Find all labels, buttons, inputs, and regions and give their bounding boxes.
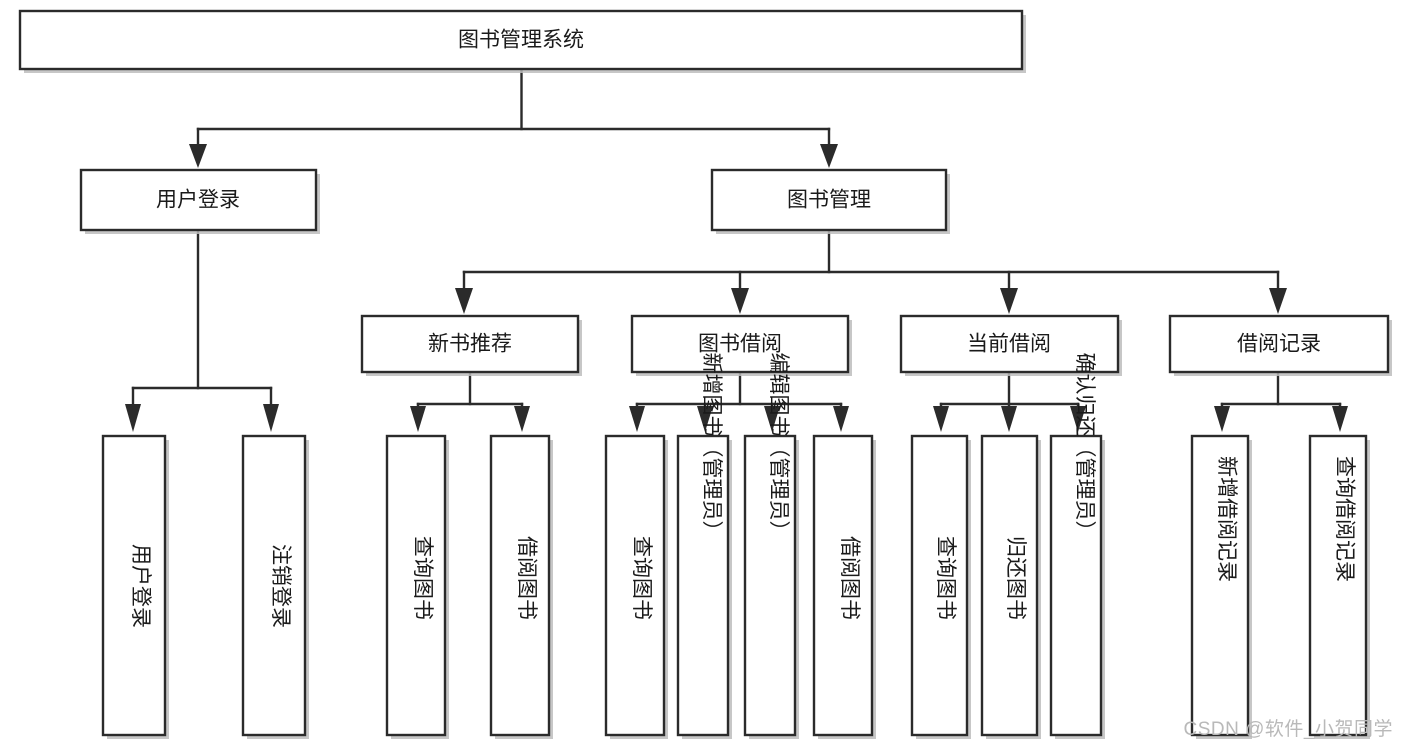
node-leaf-user-logout-label: 注销登录 [269, 544, 292, 628]
node-leaf-query-book-2[interactable]: 查询图书 [604, 434, 668, 739]
arrow-head-leaf-user-logout [263, 404, 279, 432]
arrow-head-leaf-query-book-1 [410, 406, 426, 432]
node-book-manage[interactable]: 图书管理 [710, 168, 950, 234]
node-new-book-recommend-label: 新书推荐 [428, 333, 512, 356]
node-leaf-borrow-book-1[interactable]: 借阅图书 [489, 434, 553, 739]
arrow-head-leaf-borrow-book-2 [833, 406, 849, 432]
node-leaf-add-book-label: 新增图书（管理员） [700, 353, 723, 542]
node-leaf-query-book-3[interactable]: 查询图书 [910, 434, 971, 739]
node-user-login-label: 用户登录 [156, 189, 240, 212]
node-new-book-recommend[interactable]: 新书推荐 [360, 314, 582, 376]
node-leaf-query-record-label: 查询借阅记录 [1333, 456, 1356, 582]
node-leaf-query-book-1-label: 查询图书 [411, 536, 434, 620]
arrow-head-new-book-recommend [455, 288, 473, 314]
node-borrow-record-label: 借阅记录 [1237, 333, 1321, 356]
node-borrow-record[interactable]: 借阅记录 [1168, 314, 1392, 376]
node-book-manage-label: 图书管理 [787, 189, 871, 212]
node-leaf-return-book-label: 归还图书 [1004, 536, 1027, 620]
node-leaf-add-record[interactable]: 新增借阅记录 [1190, 434, 1252, 739]
edge-group-user-login [125, 230, 279, 432]
node-leaf-borrow-book-1-label: 借阅图书 [515, 536, 538, 620]
arrow-head-leaf-user-login [125, 404, 141, 432]
node-leaf-add-record-label: 新增借阅记录 [1215, 456, 1238, 582]
node-root-label: 图书管理系统 [458, 29, 584, 52]
edge-group-borrow-record [1214, 372, 1348, 432]
arrow-head-leaf-confirm-return [1070, 406, 1086, 432]
edge-group-book-borrow [629, 372, 849, 432]
node-leaf-edit-book[interactable]: 编辑图书（管理员） [743, 353, 799, 740]
arrow-head-leaf-add-record [1214, 406, 1230, 432]
edge-group-new-book-recommend [410, 372, 530, 432]
node-leaf-query-book-2-label: 查询图书 [630, 536, 653, 620]
arrow-head-leaf-edit-book [764, 406, 780, 432]
arrow-head-book-manage [820, 144, 838, 168]
arrow-head-leaf-borrow-book-1 [514, 406, 530, 432]
node-leaf-confirm-return-label: 确认归还（管理员） [1073, 353, 1096, 542]
node-leaf-user-login-label: 用户登录 [129, 544, 152, 628]
node-leaf-query-record[interactable]: 查询借阅记录 [1308, 434, 1370, 739]
edge-group-current-borrow [933, 372, 1086, 432]
node-leaf-add-book[interactable]: 新增图书（管理员） [676, 353, 732, 740]
node-current-borrow[interactable]: 当前借阅 [899, 314, 1122, 376]
arrow-head-borrow-record [1269, 288, 1287, 314]
node-leaf-query-book-3-label: 查询图书 [934, 536, 957, 620]
node-leaf-confirm-return[interactable]: 确认归还（管理员） [1049, 353, 1105, 740]
arrow-head-current-borrow [1000, 288, 1018, 314]
arrow-head-leaf-add-book [697, 406, 713, 432]
node-leaf-return-book[interactable]: 归还图书 [980, 434, 1041, 739]
edge-group-root [189, 67, 838, 168]
node-book-borrow[interactable]: 图书借阅 [630, 314, 852, 376]
arrow-head-user-login [189, 144, 207, 168]
node-leaf-borrow-book-2[interactable]: 借阅图书 [812, 434, 876, 739]
node-leaf-edit-book-label: 编辑图书（管理员） [767, 353, 790, 542]
arrow-head-leaf-return-book [1001, 406, 1017, 432]
node-leaf-borrow-book-2-label: 借阅图书 [838, 536, 861, 620]
node-leaf-query-book-1[interactable]: 查询图书 [385, 434, 449, 739]
arrow-head-leaf-query-book-3 [933, 406, 949, 432]
node-current-borrow-label: 当前借阅 [967, 333, 1051, 356]
edge-group-book-manage [455, 230, 1287, 314]
arrow-head-book-borrow [731, 288, 749, 314]
arrow-head-leaf-query-book-2 [629, 406, 645, 432]
node-root[interactable]: 图书管理系统 [18, 9, 1026, 73]
csdn-watermark: CSDN @软件_小贺同学 [1183, 719, 1393, 740]
node-book-borrow-label: 图书借阅 [698, 333, 782, 356]
node-leaf-user-logout[interactable]: 注销登录 [241, 434, 309, 739]
node-user-login[interactable]: 用户登录 [79, 168, 320, 234]
arrow-head-leaf-query-record [1332, 406, 1348, 432]
node-leaf-user-login[interactable]: 用户登录 [101, 434, 169, 739]
